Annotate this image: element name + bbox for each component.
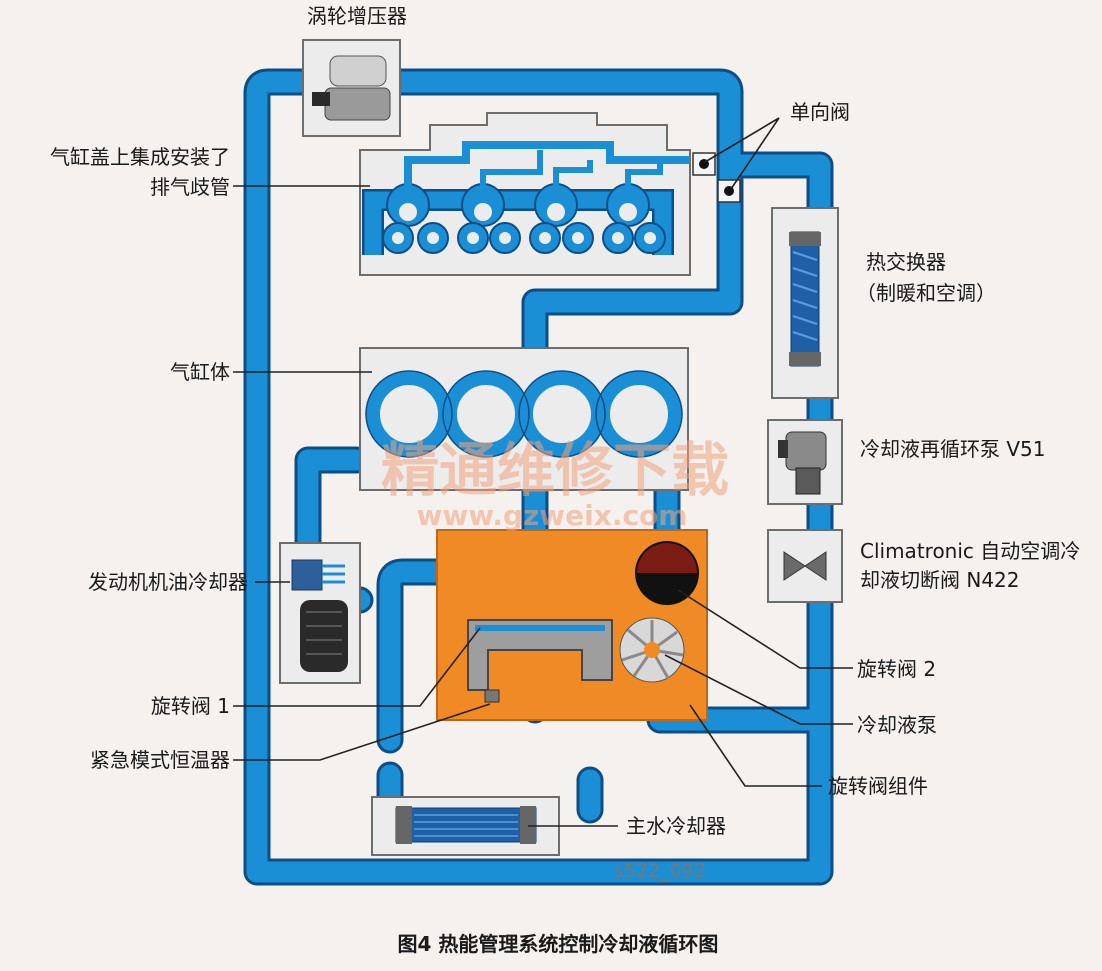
- label-check-valve: 单向阀: [790, 100, 850, 124]
- label-cylinder-head-2: 排气歧管: [150, 175, 230, 199]
- label-heat-exchanger-2: （制暖和空调）: [856, 281, 996, 305]
- leader-lines: [233, 117, 853, 827]
- label-cylinder-block: 气缸体: [170, 360, 230, 384]
- label-cylinder-head-1: 气缸盖上集成安装了: [50, 145, 230, 169]
- figure-caption: 图4 热能管理系统控制冷却液循环图: [398, 932, 719, 956]
- label-recirc-pump: 冷却液再循环泵 V51: [860, 437, 1046, 461]
- label-thermostat: 紧急模式恒温器: [90, 748, 230, 772]
- oil-cooler-icon: [279, 542, 361, 684]
- heat-exchanger-icon: [771, 207, 839, 399]
- figure-code: s522_092: [614, 860, 706, 882]
- watermark-url: www.gzweix.com: [417, 499, 688, 532]
- recirc-pump-icon: [767, 419, 843, 505]
- cylinder-block: [359, 347, 689, 491]
- label-turbocharger: 涡轮增压器: [307, 4, 407, 28]
- label-climatronic-1: Climatronic 自动空调冷: [860, 539, 1080, 563]
- turbocharger-icon: [302, 39, 401, 137]
- label-climatronic-2: 却液切断阀 N422: [860, 568, 1020, 592]
- watermark-title: 精通维修下载: [381, 436, 729, 504]
- label-rotary-valve-1: 旋转阀 1: [151, 694, 230, 718]
- label-rotary-valve-module: 旋转阀组件: [828, 774, 928, 798]
- cylinder-head: [359, 112, 691, 276]
- label-rotary-valve-2: 旋转阀 2: [857, 657, 936, 681]
- rotary-valve-module: [436, 529, 708, 721]
- label-heat-exchanger-1: 热交换器: [866, 250, 946, 274]
- label-main-radiator: 主水冷却器: [626, 814, 726, 838]
- label-coolant-pump: 冷却液泵: [857, 713, 937, 737]
- label-oil-cooler: 发动机机油冷却器: [88, 570, 248, 594]
- shutoff-valve-icon: [767, 529, 843, 603]
